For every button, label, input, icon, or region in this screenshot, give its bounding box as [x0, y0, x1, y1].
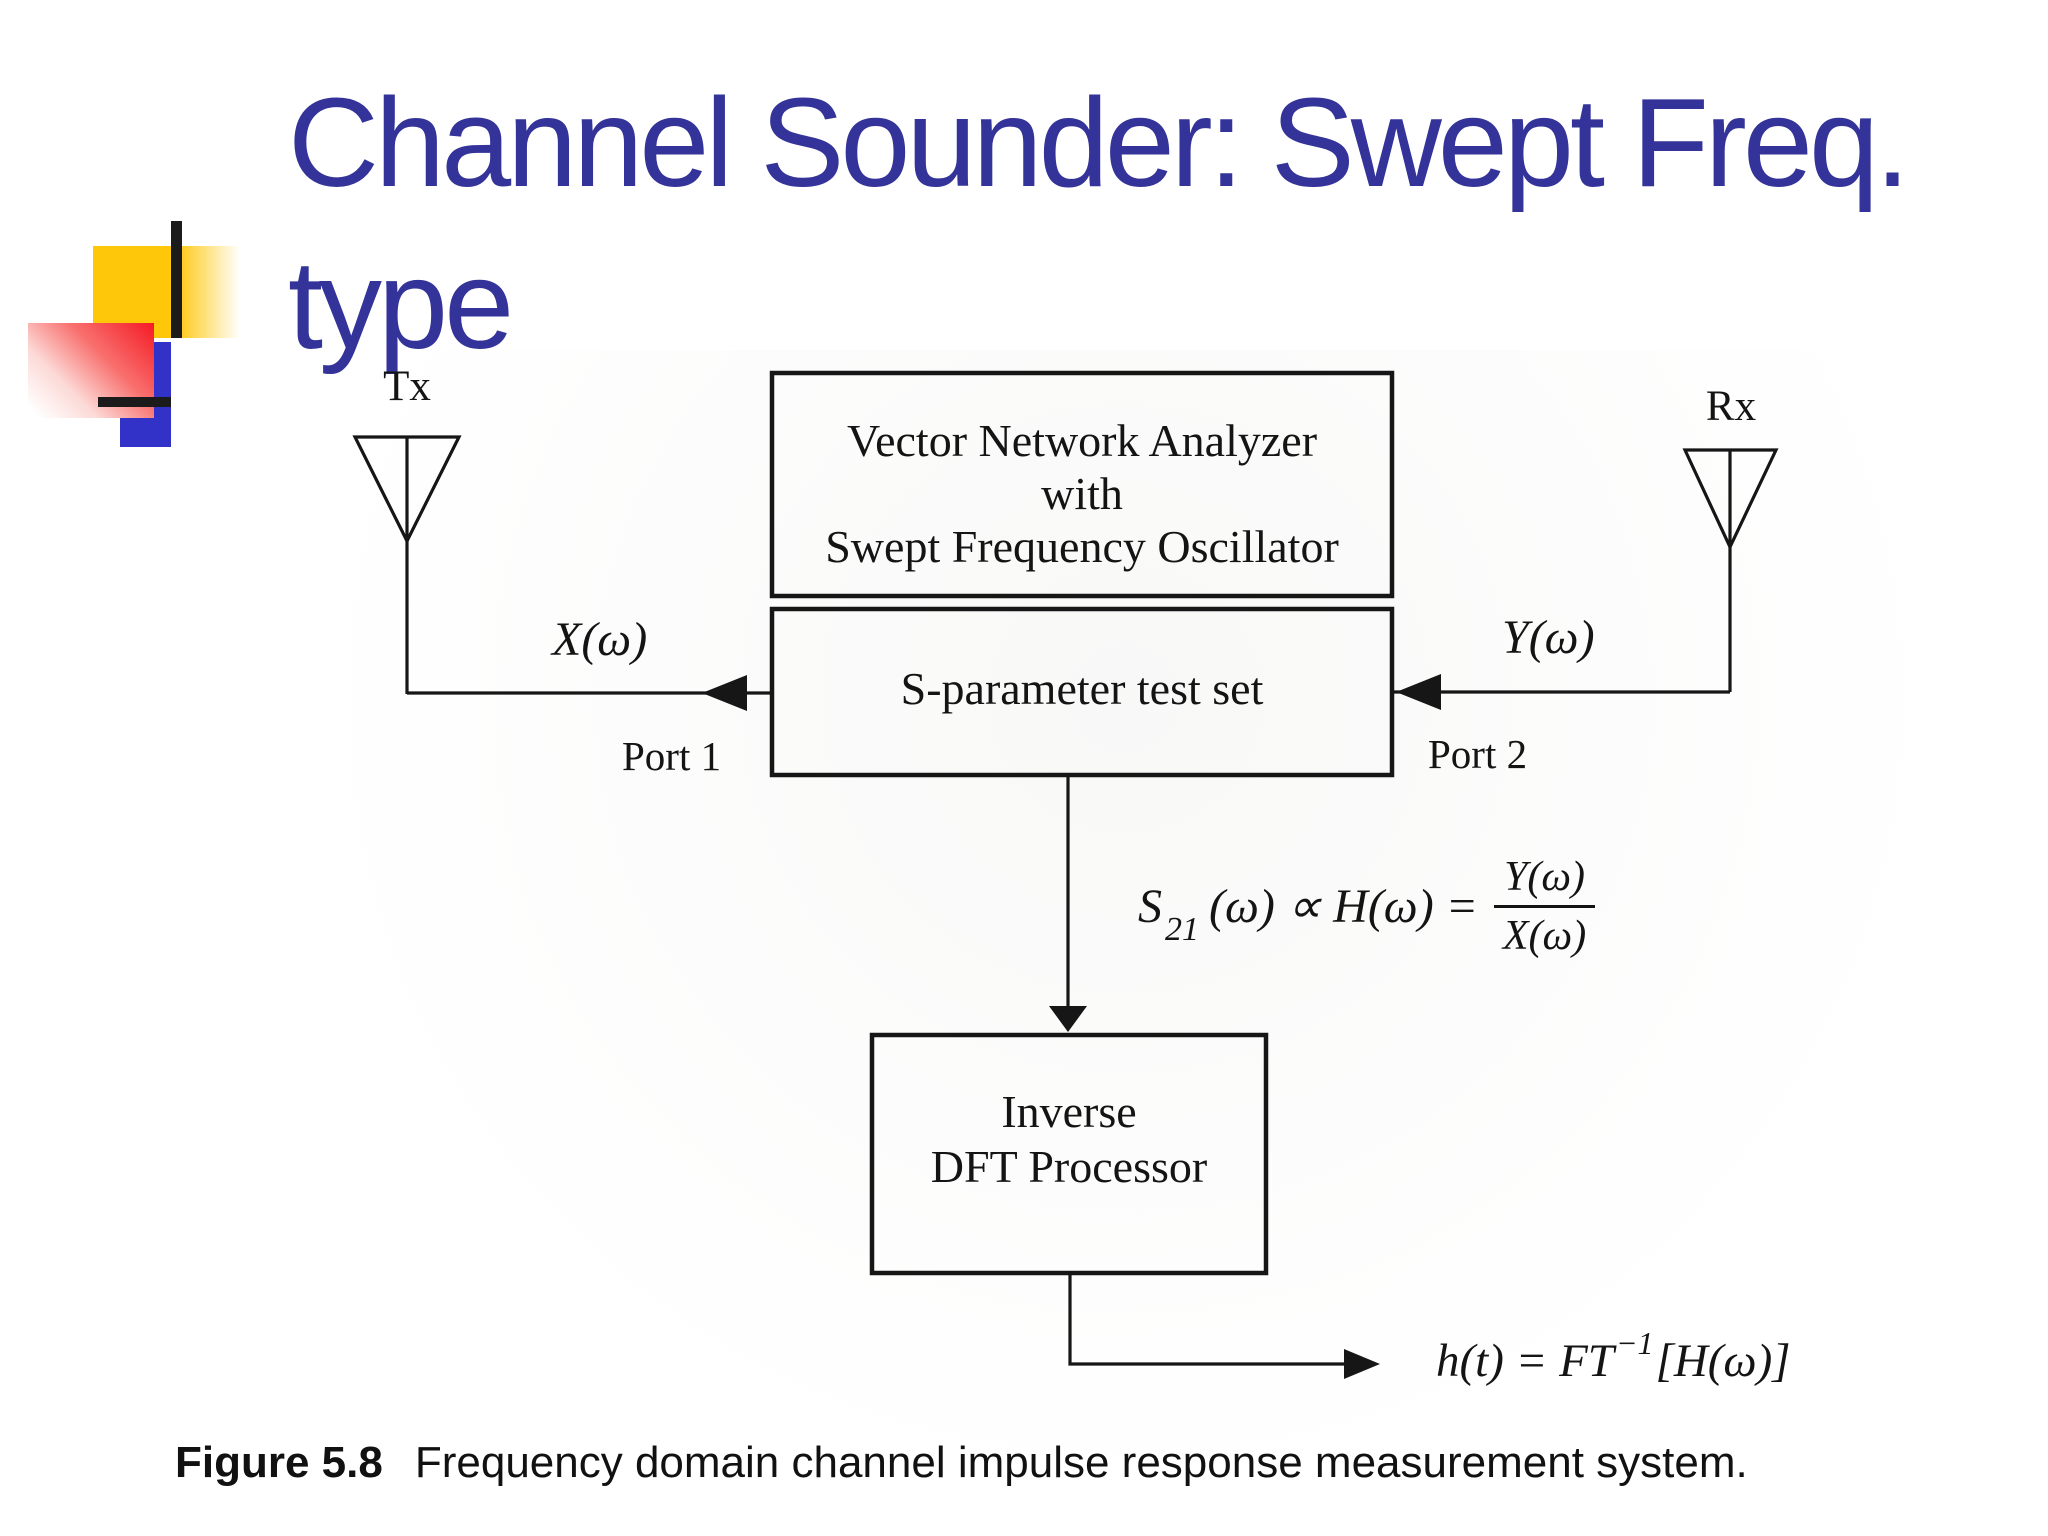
s21-denominator: X(ω)	[1502, 912, 1587, 959]
figure-caption: Figure 5.8 Frequency domain channel impul…	[175, 1438, 1748, 1488]
title-line-2: type	[288, 234, 514, 375]
s21-relation: (ω) ∝ H(ω) =	[1209, 880, 1479, 933]
ht-superscript: −1	[1615, 1325, 1654, 1361]
vna-box-label: Vector Network Analyzer with Swept Frequ…	[772, 414, 1392, 573]
vna-box	[769, 370, 1395, 599]
s21-numerator: Y(ω)	[1494, 853, 1596, 908]
s21-subscript: 21	[1165, 911, 1199, 948]
figure-caption-text: Frequency domain channel impulse respons…	[414, 1438, 1748, 1487]
s21-formula: S 21 (ω) ∝ H(ω) = Y(ω) X(ω)	[1138, 850, 1596, 962]
tx-antenna-label: Tx	[383, 363, 431, 410]
decoration-yellow-square	[93, 246, 240, 338]
figure-caption-label: Figure 5.8	[175, 1438, 383, 1487]
ht-arrow-line	[1068, 1273, 1346, 1366]
idft-line-1: Inverse	[1001, 1086, 1137, 1137]
vna-line-1: Vector Network Analyzer	[846, 415, 1318, 466]
s21-arrowhead-icon	[1049, 1006, 1087, 1032]
y-omega-signal-label: Y(ω)	[1502, 611, 1595, 664]
sparam-box-label: S-parameter test set	[900, 663, 1264, 714]
title-line-1: Channel Sounder: Swept Freq.	[288, 72, 1910, 213]
tx-arrowhead-icon	[702, 675, 747, 711]
s21-fraction: Y(ω) X(ω)	[1494, 853, 1596, 960]
slide-title: Channel Sounder: Swept Freq. type	[288, 62, 1910, 386]
s21-lhs: S	[1138, 879, 1162, 933]
decoration-vertical-line	[171, 221, 182, 338]
idft-box-label: Inverse DFT Processor	[872, 1084, 1266, 1194]
port2-label: Port 2	[1428, 731, 1528, 777]
ht-lhs: h(t) = FT	[1436, 1335, 1614, 1387]
rx-arrowhead-icon	[1396, 674, 1441, 710]
ht-arrowhead-icon	[1344, 1349, 1380, 1379]
ht-rhs: [H(ω)]	[1655, 1335, 1791, 1387]
x-omega-signal-label: X(ω)	[552, 613, 648, 666]
figure-scan-area	[290, 350, 1960, 1510]
idft-line-2: DFT Processor	[930, 1141, 1208, 1192]
vna-line-3: Swept Frequency Oscillator	[825, 521, 1339, 572]
vna-line-2: with	[1041, 468, 1123, 519]
decoration-horizontal-line	[98, 397, 171, 407]
port1-label: Port 1	[622, 733, 722, 779]
rx-feed-line	[1392, 450, 1732, 694]
rx-antenna-label: Rx	[1705, 383, 1757, 430]
ht-formula: h(t) = FT−1[H(ω)]	[1436, 1325, 1791, 1388]
